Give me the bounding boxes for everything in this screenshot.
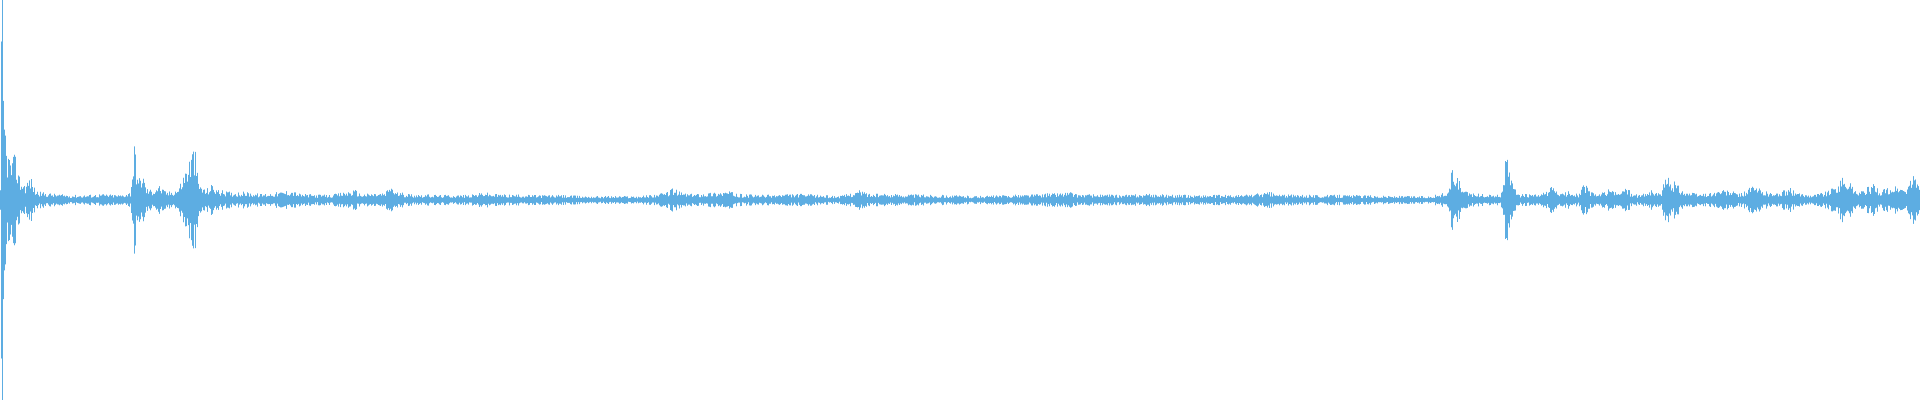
audio-waveform [0, 0, 1920, 400]
waveform-graphic [0, 0, 1920, 400]
